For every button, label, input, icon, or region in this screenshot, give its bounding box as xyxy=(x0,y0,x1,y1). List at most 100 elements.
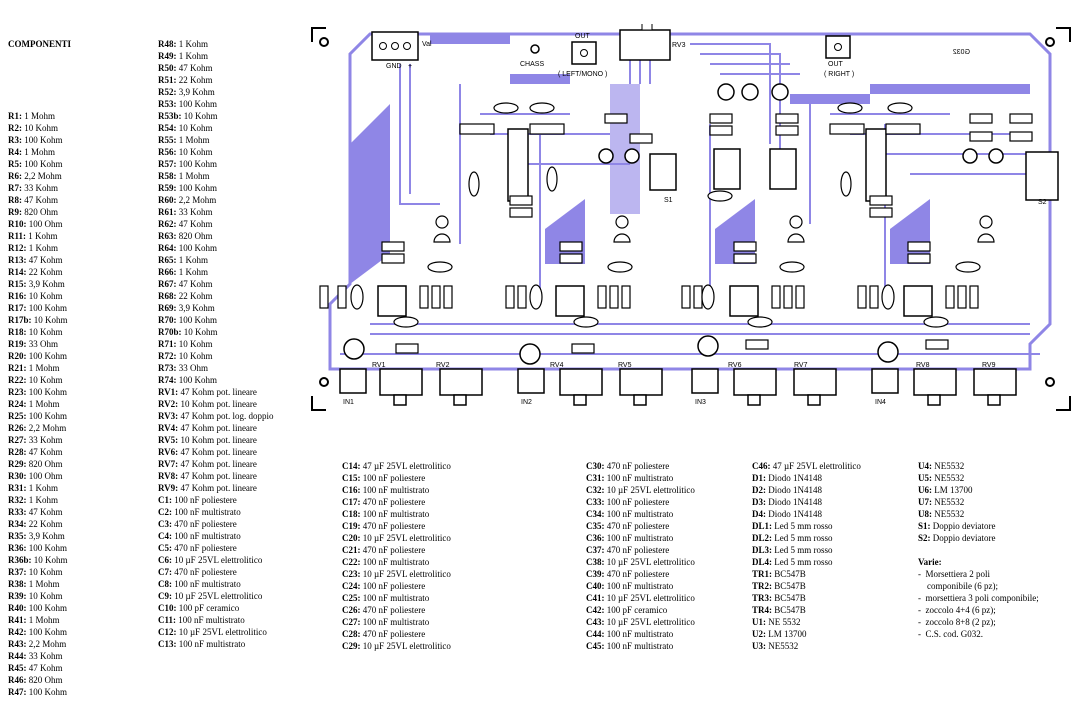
component-value: 10 µF 25VL elettrolitico xyxy=(172,591,263,601)
component-value: 47 Kohm xyxy=(176,63,213,73)
component-value: 10 µF 25VL elettrolitico xyxy=(604,593,695,603)
component-ref: R9: xyxy=(8,207,22,217)
component-ref: R32: xyxy=(8,495,27,505)
component-entry: R53b: 10 Kohm xyxy=(158,110,273,122)
component-value: 10 µF 25VL elettrolitico xyxy=(172,555,263,565)
component-value: 47 Kohm xyxy=(26,255,63,265)
component-entry: R70b: 10 Kohm xyxy=(158,326,273,338)
component-ref: C2: xyxy=(158,507,172,517)
component-value: 47 µF 25VL elettrolitico xyxy=(770,461,861,471)
component-value: 10 Kohm xyxy=(181,327,218,337)
component-entry: U6: LM 13700 xyxy=(918,484,1039,496)
component-entry: R11: 1 Kohm xyxy=(8,230,71,242)
component-ref: R23: xyxy=(8,387,27,397)
component-value: 33 Kohm xyxy=(176,207,213,217)
component-value: 100 nF multistrato xyxy=(604,473,674,483)
component-ref: RV1: xyxy=(158,387,179,397)
component-value: 10 Kohm xyxy=(181,111,218,121)
in4-label: IN4 xyxy=(875,399,886,406)
corner-marks xyxy=(311,27,1071,411)
component-value: 10 Kohm xyxy=(26,591,63,601)
spacer xyxy=(8,74,71,86)
component-ref: C41: xyxy=(586,593,605,603)
component-entry: C37: 470 nF poliestere xyxy=(586,544,695,556)
component-value: 33 Ohm xyxy=(26,339,58,349)
component-entry: R73: 33 Ohm xyxy=(158,362,273,374)
component-entry: R22: 10 Kohm xyxy=(8,374,71,386)
component-entry: R36: 100 Kohm xyxy=(8,542,71,554)
component-value: 100 nF multistrato xyxy=(172,579,241,589)
val-label: Val xyxy=(422,41,432,48)
component-ref: C24: xyxy=(342,581,361,591)
component-ref: R63: xyxy=(158,231,177,241)
rv7-label: RV7 xyxy=(794,362,808,369)
component-ref: TR2: xyxy=(752,581,772,591)
component-ref: R54: xyxy=(158,123,177,133)
component-entry: R4: 1 Mohm xyxy=(8,146,71,158)
component-entry: TR3: BC547B xyxy=(752,592,861,604)
component-ref: R33: xyxy=(8,507,27,517)
component-ref: C34: xyxy=(586,509,605,519)
component-entry: R40: 100 Kohm xyxy=(8,602,71,614)
component-ref: DL4: xyxy=(752,557,772,567)
component-entry: C10: 100 pF ceramico xyxy=(158,602,273,614)
component-ref: RV4: xyxy=(158,423,179,433)
component-value: 10 Kohm xyxy=(176,351,213,361)
component-ref: C28: xyxy=(342,629,361,639)
component-value: 1 Kohm xyxy=(26,495,58,505)
component-ref: D4: xyxy=(752,509,766,519)
component-entry: R60: 2,2 Mohm xyxy=(158,194,273,206)
component-ref: R60: xyxy=(158,195,177,205)
component-value: 470 nF poliestere xyxy=(360,545,426,555)
component-value: 100 nF multistrato xyxy=(360,509,430,519)
component-value: 1 Mohm xyxy=(176,135,210,145)
component-value: 2,2 Mohm xyxy=(26,423,67,433)
component-entry: - Morsettiera 2 poli xyxy=(918,568,1039,580)
component-entry: R62: 47 Kohm xyxy=(158,218,273,230)
rv1-label: RV1 xyxy=(372,362,386,369)
component-value: 47 Kohm xyxy=(176,219,213,229)
component-entry: C1: 100 nF poliestere xyxy=(158,494,273,506)
component-value: 1 Kohm xyxy=(176,51,208,61)
in2-label: IN2 xyxy=(521,399,532,406)
component-entry: R35: 3,9 Kohm xyxy=(8,530,71,542)
component-ref: S2: xyxy=(918,533,931,543)
component-value: 10 µF 25VL elettrolitico xyxy=(604,557,695,567)
component-entry: RV7: 47 Kohm pot. lineare xyxy=(158,458,273,470)
component-ref: R21: xyxy=(8,363,27,373)
component-entry: R68: 22 Kohm xyxy=(158,290,273,302)
component-entry: R71: 10 Kohm xyxy=(158,338,273,350)
component-entry: R32: 1 Kohm xyxy=(8,494,71,506)
in3-label: IN3 xyxy=(695,399,706,406)
component-value: 10 Kohm pot. lineare xyxy=(178,399,257,409)
component-value: 2,2 Mohm xyxy=(176,195,217,205)
component-value: 47 Kohm pot. lineare xyxy=(178,447,257,457)
component-entry: C29: 10 µF 25VL elettrolitico xyxy=(342,640,451,652)
component-ref: R31: xyxy=(8,483,27,493)
component-value: 1 Kohm xyxy=(26,483,58,493)
component-value: 100 Kohm xyxy=(176,315,217,325)
component-value: 100 nF multistrato xyxy=(360,617,430,627)
component-entry: R43: 2,2 Mohm xyxy=(8,638,71,650)
component-entry: R42: 100 Kohm xyxy=(8,626,71,638)
component-ref: C35: xyxy=(586,521,605,531)
component-value: 100 Ohm xyxy=(26,471,63,481)
component-entry: R46: 820 Ohm xyxy=(8,674,71,686)
out-left-label: OUT xyxy=(575,33,591,40)
component-ref: R42: xyxy=(8,627,27,637)
component-ref: R50: xyxy=(158,63,177,73)
component-entry: R19: 33 Ohm xyxy=(8,338,71,350)
component-value: - zoccolo 4+4 (6 pz); xyxy=(918,605,996,615)
component-value: 820 Ohm xyxy=(22,207,58,217)
pcb-layout-drawing: GND Val + CHASS OUT ( LEFT/MONO ) RV3 OU… xyxy=(311,24,1071,411)
component-ref: C10: xyxy=(158,603,177,613)
component-value: 100 Kohm xyxy=(26,543,67,553)
component-value: 10 Kohm xyxy=(26,327,63,337)
component-ref: R7: xyxy=(8,183,22,193)
component-ref: R68: xyxy=(158,291,177,301)
component-value: 10 Kohm xyxy=(31,555,68,565)
component-entry: C42: 100 pF ceramico xyxy=(586,604,695,616)
component-ref: U4: xyxy=(918,461,932,471)
